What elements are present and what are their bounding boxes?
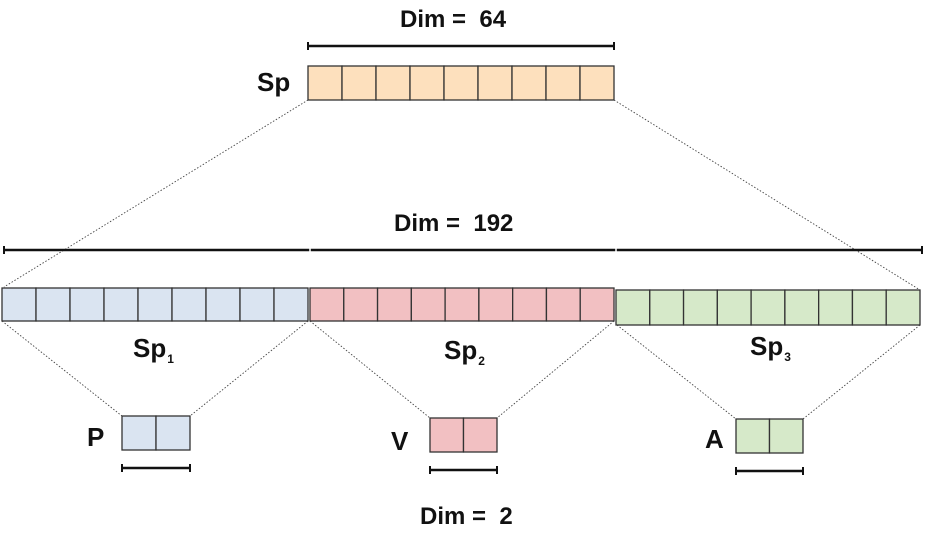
projection-line-sp2-left xyxy=(309,320,431,419)
sp1-cell-1 xyxy=(1,287,37,322)
sp3-cell-7 xyxy=(818,289,854,326)
sp3-cell-3 xyxy=(682,289,718,326)
v-label: V xyxy=(391,426,409,456)
middle-dim-label: Dim = 192 xyxy=(394,210,514,237)
v-cell-1 xyxy=(429,417,465,453)
sp-cell-3 xyxy=(375,65,411,101)
sp2-label-subscript: 2 xyxy=(478,354,485,368)
sp2-cell-4 xyxy=(410,287,446,322)
projection-line-top-left xyxy=(3,99,309,288)
sp2-cell-2 xyxy=(343,287,379,322)
projection-line-sp1-left xyxy=(1,320,123,417)
bottom-dim-label: Dim = 2 xyxy=(420,503,513,530)
sp3-cell-9 xyxy=(885,289,921,326)
sp1-cell-6 xyxy=(171,287,207,322)
sp1-label-base: Sp xyxy=(133,333,167,363)
sp-label: Sp xyxy=(257,67,291,97)
sp1-cell-8 xyxy=(239,287,275,322)
sp3-label: Sp3 xyxy=(750,331,791,363)
sp3-cell-1 xyxy=(615,289,651,326)
sp-cell-9 xyxy=(579,65,615,101)
sp1-cell-7 xyxy=(205,287,241,322)
p-cell-1 xyxy=(121,415,157,451)
a-cell-2 xyxy=(768,418,804,454)
sp2-cell-9 xyxy=(579,287,615,322)
sp3-cell-4 xyxy=(716,289,752,326)
sp2-label-base: Sp xyxy=(444,335,478,365)
a-cell-1 xyxy=(735,418,771,454)
sp2-label: Sp2 xyxy=(444,335,485,367)
sp3-cell-8 xyxy=(851,289,887,326)
sp1-label: Sp1 xyxy=(133,333,174,365)
sp3-label-subscript: 3 xyxy=(784,350,791,364)
projection-line-sp1-right xyxy=(189,320,309,417)
projection-line-sp3-left xyxy=(616,324,737,420)
sp-cell-1 xyxy=(307,65,343,101)
sp2-cell-1 xyxy=(309,287,345,322)
sp3-cell-2 xyxy=(649,289,685,326)
sp1-cell-3 xyxy=(69,287,105,322)
sp-cell-5 xyxy=(443,65,479,101)
p-cell-2 xyxy=(155,415,191,451)
top-dim-label: Dim = 64 xyxy=(400,6,507,33)
sp1-cell-5 xyxy=(137,287,173,322)
sp-cell-6 xyxy=(477,65,513,101)
sp-cell-7 xyxy=(511,65,547,101)
sp2-cell-8 xyxy=(545,287,581,322)
sp3-cell-6 xyxy=(784,289,820,326)
sp3-cell-5 xyxy=(750,289,786,326)
sp2-cell-5 xyxy=(444,287,480,322)
projection-line-sp2-right xyxy=(496,320,615,419)
sp2-cell-6 xyxy=(478,287,514,322)
sp1-label-subscript: 1 xyxy=(167,352,174,366)
sp2-cell-7 xyxy=(512,287,548,322)
p-label: P xyxy=(87,422,105,452)
sp-cell-8 xyxy=(545,65,581,101)
a-label: A xyxy=(705,424,724,454)
projection-line-top-right xyxy=(613,99,921,291)
sp-cell-4 xyxy=(409,65,445,101)
projection-line-sp3-right xyxy=(802,324,921,420)
sp-cell-2 xyxy=(341,65,377,101)
sp3-label-base: Sp xyxy=(750,331,784,361)
sp1-cell-9 xyxy=(273,287,309,322)
sp1-cell-4 xyxy=(103,287,139,322)
sp2-cell-3 xyxy=(376,287,412,322)
v-cell-2 xyxy=(462,417,498,453)
sp1-cell-2 xyxy=(35,287,71,322)
